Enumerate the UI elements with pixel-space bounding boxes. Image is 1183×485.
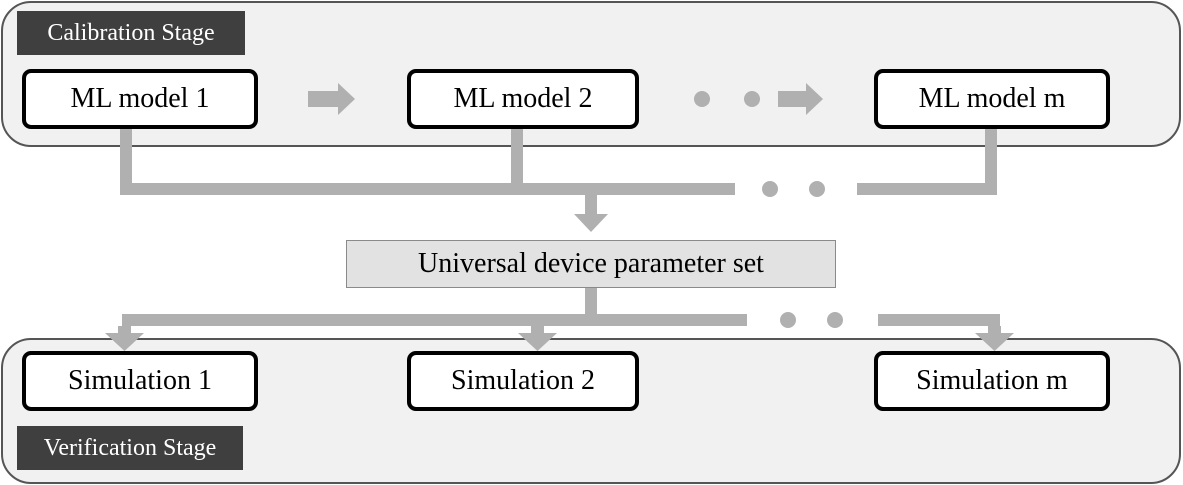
ellipsis-dot: [780, 312, 796, 328]
ml-model-m-box: ML model m: [874, 69, 1110, 129]
collector-bus-right: [857, 183, 997, 195]
arrow-down-to-universal: [574, 195, 608, 232]
distribution-bus-left: [122, 314, 747, 326]
ellipsis-dot: [827, 312, 843, 328]
verification-stage-label: Verification Stage: [17, 426, 243, 470]
ellipsis-dot: [744, 91, 760, 107]
arrow-down-to-simulation1: [105, 326, 144, 351]
ellipsis-dot: [762, 181, 778, 197]
arrow-down-to-simulation2: [518, 326, 557, 351]
distribution-bus-right: [878, 314, 1000, 326]
arrow-right-model1-to-model2: [308, 83, 355, 115]
collector-line-model2: [511, 127, 523, 195]
arrow-right-to-model-m: [778, 83, 823, 115]
distribution-stem: [585, 288, 597, 320]
simulation-m-box: Simulation m: [874, 351, 1110, 411]
collector-bus-left: [120, 183, 735, 195]
ellipsis-dot: [809, 181, 825, 197]
ml-model-1-box: ML model 1: [22, 69, 258, 129]
collector-line-model-m: [985, 127, 997, 195]
ellipsis-dot: [694, 91, 710, 107]
simulation-1-box: Simulation 1: [22, 351, 258, 411]
universal-device-parameter-set-box: Universal device parameter set: [346, 240, 836, 288]
calibration-stage-label: Calibration Stage: [17, 11, 245, 55]
collector-line-model1: [120, 127, 132, 195]
arrow-down-to-simulation-m: [975, 326, 1014, 351]
simulation-2-box: Simulation 2: [407, 351, 639, 411]
ml-model-2-box: ML model 2: [407, 69, 639, 129]
